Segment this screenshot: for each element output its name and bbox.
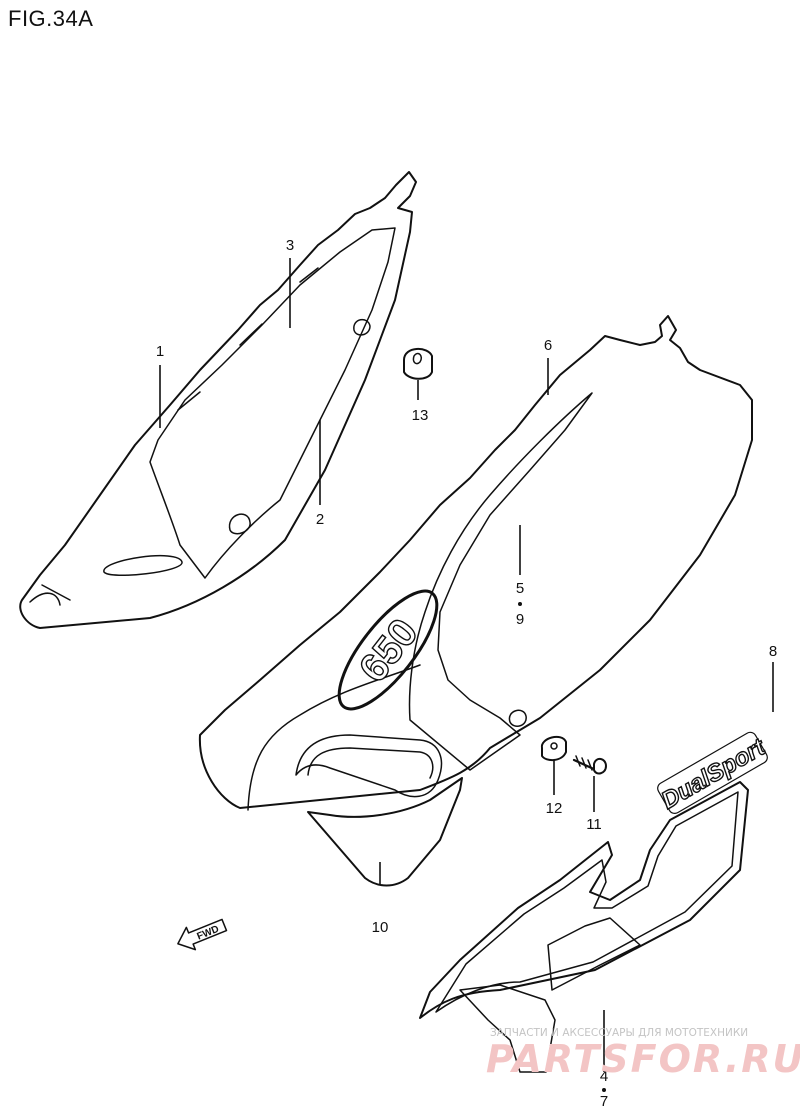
fwd-label: FWD	[196, 924, 221, 943]
callout-label-7: 7	[600, 1093, 608, 1110]
frame-cover[interactable]: 650	[198, 315, 753, 811]
callout-2: 2	[316, 420, 324, 528]
callout-3: 3	[286, 237, 294, 328]
callout-13: 13	[412, 380, 429, 424]
callout-label-6: 6	[544, 337, 552, 354]
callout-10: 10	[372, 862, 389, 936]
grommet-13[interactable]	[403, 348, 433, 380]
callout-dot-4-7	[602, 1088, 606, 1092]
callout-5: 5 9	[516, 525, 524, 628]
callout-dot-5-9	[518, 602, 522, 606]
callout-label-3: 3	[286, 237, 294, 254]
callout-label-10: 10	[372, 919, 389, 936]
callout-12: 12	[546, 760, 563, 817]
figure-title: FIG.34A	[8, 6, 94, 31]
watermark-line2: PARTSFOR.RU	[486, 1037, 800, 1081]
callout-label-11: 11	[586, 816, 602, 833]
dualsport-stripe-decal[interactable]	[419, 781, 749, 1073]
callout-label-9: 9	[516, 611, 524, 628]
screw-11[interactable]	[572, 755, 607, 775]
fwd-direction-marker: FWD	[177, 918, 228, 951]
callout-label-5: 5	[516, 580, 524, 597]
watermark: ЗАПЧАСТИ И АКСЕССУАРЫ ДЛЯ МОТОТЕХНИКИ PA…	[486, 1027, 800, 1081]
callout-1: 1	[156, 343, 164, 428]
watermark-line1: ЗАПЧАСТИ И АКСЕССУАРЫ ДЛЯ МОТОТЕХНИКИ	[490, 1027, 748, 1039]
callout-8: 8	[769, 643, 777, 712]
callout-label-12: 12	[546, 800, 563, 817]
callout-label-1: 1	[156, 343, 164, 360]
callout-label-13: 13	[412, 407, 429, 424]
callout-label-4: 4	[600, 1068, 608, 1085]
callout-label-8: 8	[769, 643, 777, 660]
callout-11: 11	[586, 776, 602, 833]
callout-6: 6	[544, 337, 552, 395]
callout-label-2: 2	[316, 511, 324, 528]
upper-side-cover[interactable]	[19, 171, 417, 629]
washer-12[interactable]	[540, 735, 567, 762]
callout-4: 4 7	[600, 1010, 608, 1110]
